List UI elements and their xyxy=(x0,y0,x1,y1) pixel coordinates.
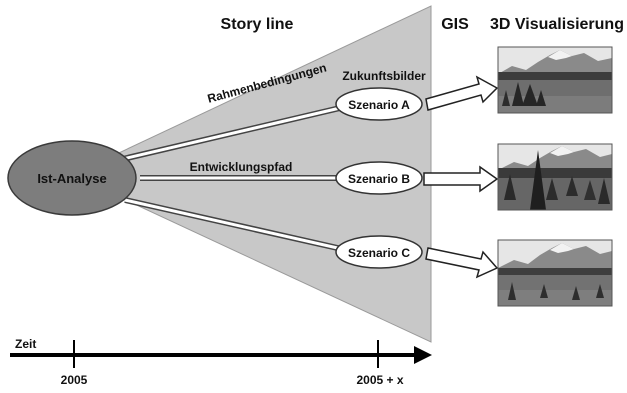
gis-header: GIS xyxy=(441,16,469,33)
entwicklungspfad-label: Entwicklungspfad xyxy=(190,160,293,174)
scenario-a-label: Szenario A xyxy=(348,98,410,112)
path-lines xyxy=(109,105,343,252)
timeline-arrowhead-icon xyxy=(414,346,432,364)
scenario-c-label: Szenario C xyxy=(348,246,410,260)
scenario-c-node xyxy=(335,235,423,269)
timeline-start-label: 2005 xyxy=(61,373,88,387)
timeline-label: Zeit xyxy=(15,337,36,351)
arrow-b-icon xyxy=(423,165,499,193)
landscape-image-b xyxy=(498,144,612,210)
arrow-a-icon xyxy=(425,75,499,111)
scenario-b-label: Szenario B xyxy=(348,172,410,186)
visualisierung-header: 3D Visualisierung xyxy=(490,16,624,33)
timeline-end-label: 2005 + x xyxy=(356,373,403,387)
landscape-image-a xyxy=(498,47,612,113)
landscape-image-c xyxy=(498,240,612,306)
scenario-a-node xyxy=(335,87,423,121)
story-line-header: Story line xyxy=(221,16,294,33)
zukunftsbilder-label: Zukunftsbilder xyxy=(342,69,426,83)
ist-analyse-node xyxy=(7,140,137,216)
ist-analyse-label: Ist-Analyse xyxy=(37,171,106,186)
arrow-c-icon xyxy=(425,247,499,279)
scenario-b-node xyxy=(335,161,423,195)
